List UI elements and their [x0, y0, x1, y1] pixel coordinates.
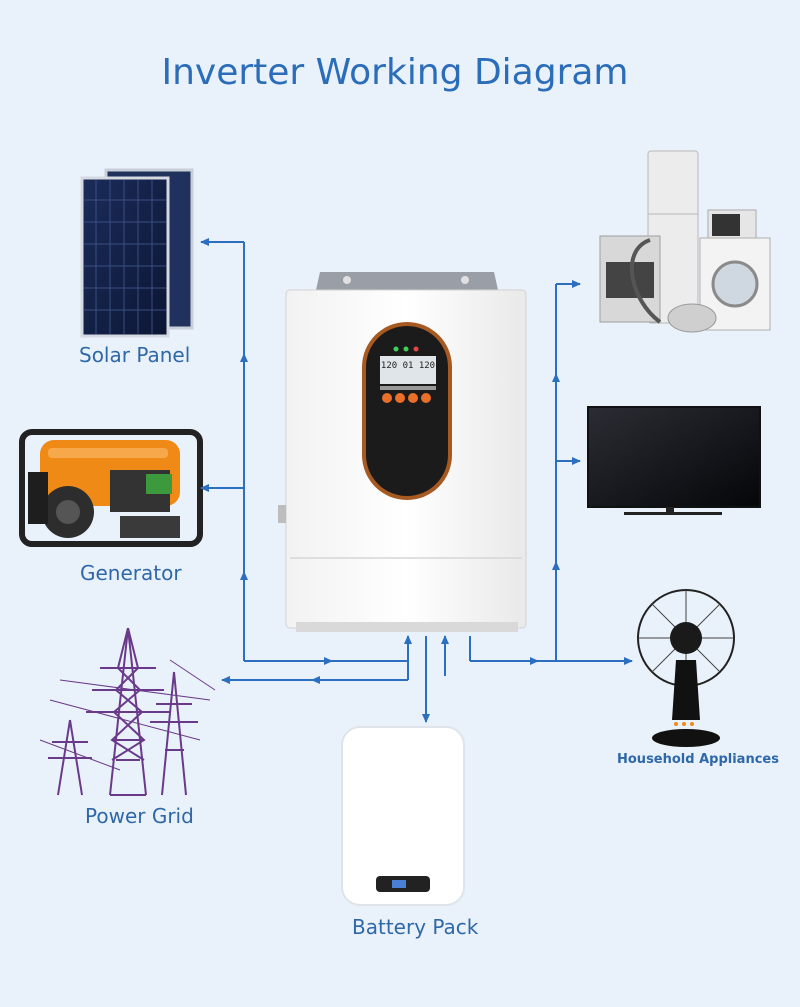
appliances-image — [599, 150, 771, 333]
television-image — [587, 406, 761, 515]
solar-panel-label: Solar Panel — [79, 343, 191, 367]
power-grid-label: Power Grid — [85, 804, 194, 828]
household-appliances-label: Household Appliances — [617, 752, 779, 767]
battery-pack-label: Battery Pack — [352, 915, 479, 939]
generator-image — [19, 429, 203, 547]
connection-lines — [200, 238, 633, 723]
inverter-display-readout: 120 01 120 — [381, 361, 435, 371]
inverter-image — [278, 272, 527, 632]
diagram-title: Inverter Working Diagram — [161, 52, 629, 93]
battery-pack-image — [341, 726, 465, 906]
fan-image — [637, 589, 735, 747]
solar-panel-image — [80, 168, 194, 338]
generator-label: Generator — [80, 561, 182, 585]
power-grid-image — [39, 627, 216, 796]
